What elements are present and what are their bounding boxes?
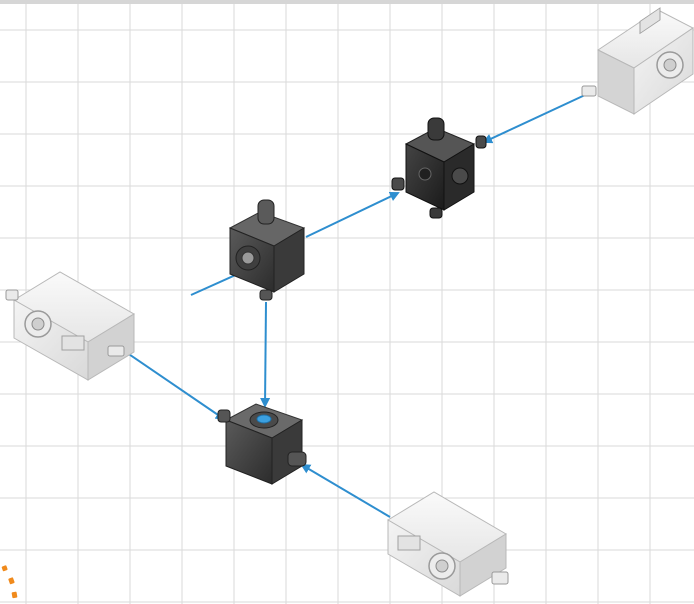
source-module-bottom[interactable] (387, 491, 509, 597)
connector-port-icon (475, 135, 487, 149)
connectors (119, 94, 586, 518)
splitter-cube-bottom[interactable] (217, 403, 307, 485)
background-grid (0, 4, 694, 604)
connector-middle-to-top-cube (305, 191, 400, 238)
source-module-top-right[interactable] (581, 7, 694, 115)
connector-bottom-module-to-bottom-cube (300, 463, 391, 518)
connector-port-icon (491, 571, 509, 585)
splitter-cube-middle[interactable] (228, 199, 306, 301)
connector-port-icon (217, 409, 231, 423)
top-border (0, 0, 694, 4)
connector-port-icon (581, 85, 597, 97)
knob-icon (427, 117, 445, 141)
splitter-cube-top[interactable] (391, 117, 487, 219)
connector-port-icon (259, 289, 273, 301)
connector-port-icon (287, 451, 307, 467)
connector-top-right-to-top-cube (482, 94, 586, 144)
knob-icon (257, 199, 275, 225)
source-module-left[interactable] (5, 271, 135, 381)
connector-left-module-to-bottom-cube (119, 347, 226, 421)
connector-middle-to-bottom-cube (260, 301, 271, 408)
connector-port-icon (429, 207, 443, 219)
connector-port-icon (5, 289, 19, 301)
connector-port-icon (107, 345, 125, 357)
cursor-marks (1, 565, 18, 599)
connector-port-icon (391, 177, 405, 191)
